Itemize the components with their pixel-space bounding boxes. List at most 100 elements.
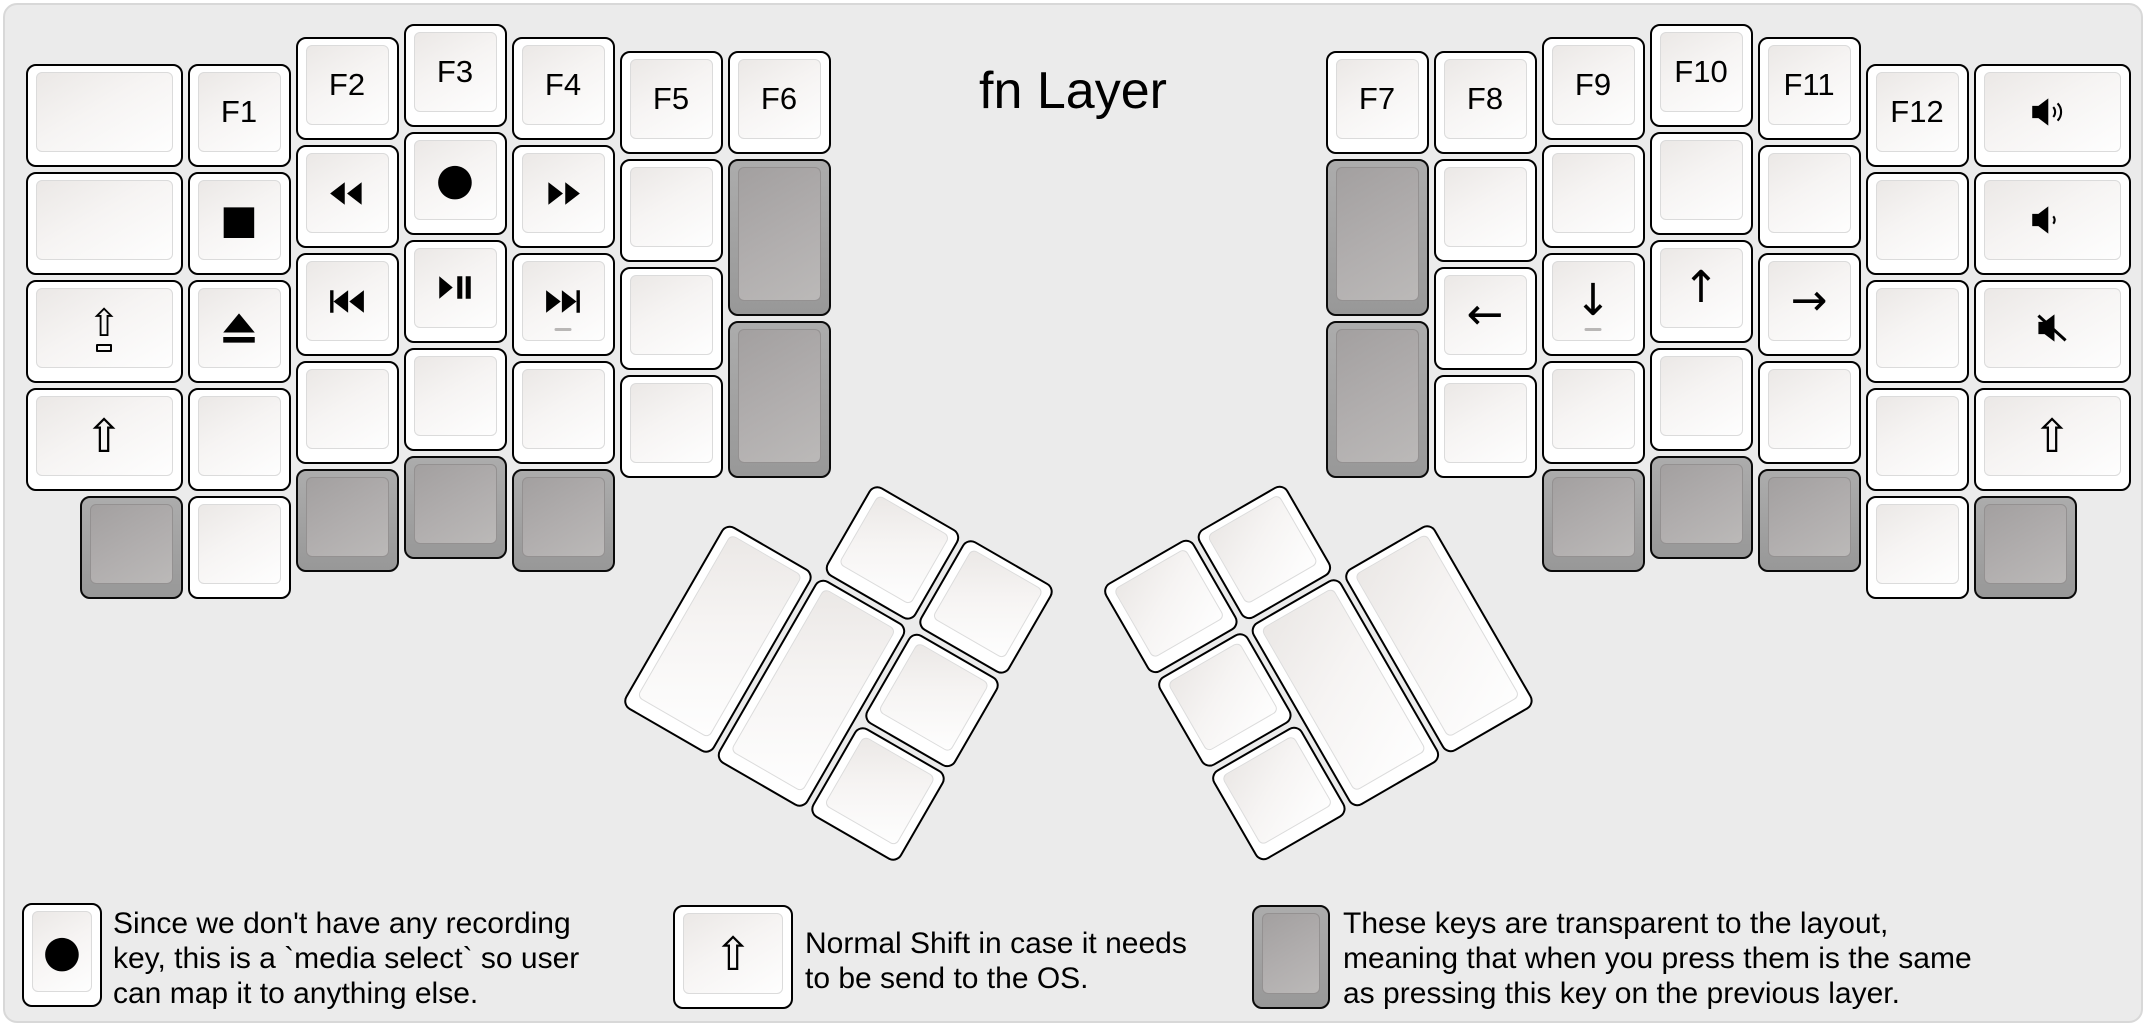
keycap (1659, 139, 1743, 220)
key-blank (403, 347, 507, 451)
key-blank (187, 388, 291, 491)
prev-track-icon (330, 289, 364, 313)
keycap (1659, 463, 1743, 544)
keycap (413, 463, 497, 544)
keycap (1983, 288, 2121, 368)
keycap: ● (32, 911, 92, 992)
keycap (1112, 547, 1225, 659)
key-blank (1757, 361, 1861, 464)
shift-icon: ⇧ (713, 926, 753, 981)
keycap: → (1767, 261, 1851, 341)
key-label: F8 (1466, 80, 1504, 116)
key-caps-lock: ⇧ (25, 280, 183, 383)
key-label: F1 (220, 94, 258, 129)
key-transparent (79, 496, 183, 599)
keycap: F3 (413, 31, 497, 112)
key-label: F9 (1574, 67, 1612, 102)
key-label: F4 (544, 67, 582, 102)
keycap (197, 396, 281, 476)
keycap (305, 477, 389, 557)
key-label: F3 (436, 53, 474, 89)
keycap: F6 (737, 58, 821, 139)
key-label: F6 (760, 80, 798, 116)
legend-key-shift: ⇧ (673, 905, 793, 1009)
keycap (737, 328, 821, 463)
page-title: fn Layer (979, 62, 1167, 120)
key-transparent (1325, 158, 1429, 316)
key-blank (1541, 145, 1645, 248)
legend-line: These keys are transparent to the layout… (1343, 907, 1889, 940)
key-transparent (727, 158, 831, 316)
keycap: ↓ (1551, 261, 1635, 341)
keycap: F8 (1443, 58, 1527, 139)
keycap: F1 (197, 72, 281, 152)
legend-text-shift: Normal Shift in case it needs to be send… (805, 926, 1187, 996)
key-label: F10 (1674, 53, 1728, 89)
legend-line: key, this is a `media select` so user (113, 942, 580, 975)
keycap (1335, 166, 1419, 301)
arrow-up-icon: ↑ (1682, 261, 1720, 313)
keycap: ↑ (1659, 247, 1743, 328)
keycap (1875, 180, 1959, 260)
key-arrow-up: ↑ (1649, 239, 1753, 343)
mute-icon (2037, 314, 2067, 342)
caps-lock-icon: ⇧ (88, 304, 120, 352)
key-prev-track (295, 253, 399, 356)
key-transparent (511, 469, 615, 572)
rewind-icon (330, 181, 362, 205)
keycap (629, 382, 713, 463)
key-play-pause (403, 239, 507, 343)
key-transparent (1541, 469, 1645, 572)
stop-icon: ■ (220, 197, 258, 243)
key-volume-up (1973, 64, 2131, 167)
key-blank (1541, 361, 1645, 464)
keycap (838, 493, 950, 605)
legend-line: Since we don't have any recording (113, 907, 571, 940)
key-f12: F12 (1865, 64, 1969, 167)
key-blank (619, 374, 723, 478)
arrow-right-icon: → (1790, 275, 1828, 326)
legend-line: as pressing this key on the previous lay… (1343, 977, 1900, 1010)
key-f5: F5 (619, 50, 723, 154)
key-blank (1865, 496, 1969, 599)
keycap: F7 (1335, 58, 1419, 139)
keycap: F4 (521, 45, 605, 125)
record-icon: ● (42, 925, 82, 977)
record-icon: ● (435, 153, 475, 205)
key-rewind (295, 145, 399, 248)
keycap (629, 274, 713, 355)
keycap (89, 504, 173, 584)
key-f1: F1 (187, 64, 291, 167)
shift-icon: ⇧ (84, 409, 124, 463)
keycap: ⇧ (1983, 396, 2121, 476)
keycap (521, 369, 605, 449)
keycap (521, 477, 605, 557)
keycap: F10 (1659, 31, 1743, 112)
keycap (1983, 504, 2067, 584)
homing-bar (554, 328, 572, 331)
keycap (1767, 369, 1851, 449)
key-blank (1865, 172, 1969, 275)
key-f8: F8 (1433, 50, 1537, 154)
key-blank (295, 361, 399, 464)
keycap (521, 153, 605, 233)
keycap (197, 288, 281, 368)
legend-line: to be send to the OS. (805, 962, 1089, 995)
eject-icon (223, 313, 255, 343)
keycap (1983, 72, 2121, 152)
key-f4: F4 (511, 37, 615, 140)
key-label: F2 (328, 67, 366, 102)
keycap (1443, 382, 1527, 463)
keycap (305, 261, 389, 341)
keycap: F2 (305, 45, 389, 125)
keycap (1262, 913, 1320, 994)
volume-down-icon (2032, 206, 2056, 234)
legend-text-transparent: These keys are transparent to the layout… (1343, 906, 1972, 1011)
volume-up-icon (2032, 98, 2063, 126)
keycap (1983, 180, 2121, 260)
keycap (197, 504, 281, 584)
legend-key-record: ● (22, 903, 102, 1007)
key-stop: ■ (187, 172, 291, 275)
